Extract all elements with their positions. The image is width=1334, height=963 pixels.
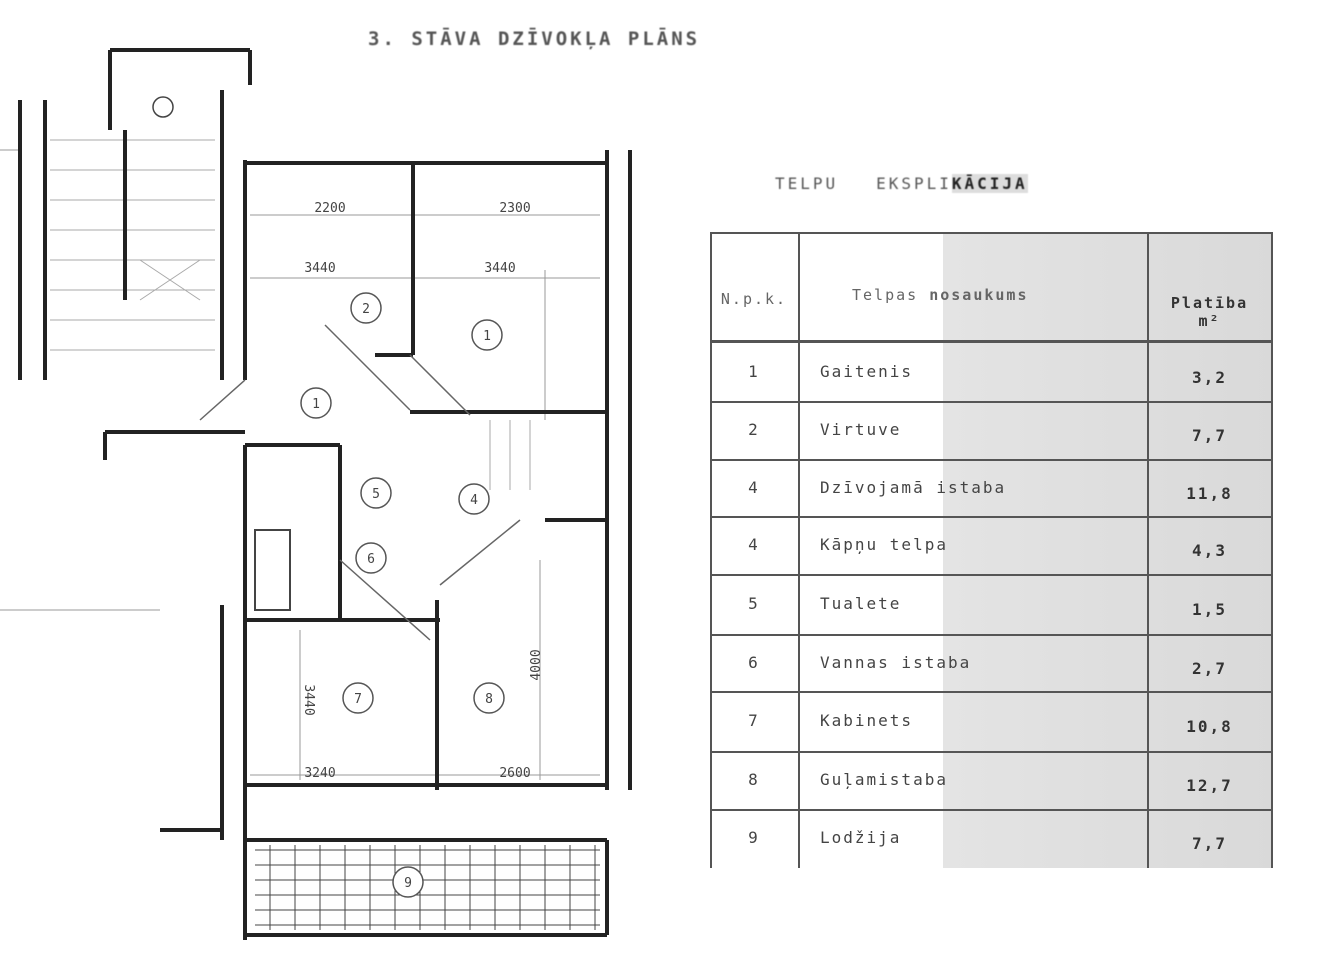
row-area: 12,7 bbox=[1186, 776, 1233, 795]
row-divider bbox=[710, 459, 1273, 461]
room-marker: 4 bbox=[470, 493, 478, 508]
row-number: 1 bbox=[748, 361, 760, 381]
dimension-lines bbox=[0, 149, 600, 780]
row-name: Dzīvojamā istaba bbox=[820, 477, 1007, 497]
plan-title: 3. STĀVA DZĪVOKĻA PLĀNS bbox=[368, 28, 701, 50]
row-name: Lodžija bbox=[820, 828, 902, 847]
header-area-label: Platība bbox=[1170, 294, 1249, 312]
dimension-label: 3440 bbox=[304, 261, 335, 276]
header-name: Telpas nosaukums bbox=[852, 286, 1029, 304]
room-marker-circle bbox=[300, 387, 332, 419]
dimension-label: 2200 bbox=[314, 201, 345, 216]
divider bbox=[710, 232, 1273, 234]
staircase bbox=[50, 139, 531, 490]
row-number: 6 bbox=[748, 652, 760, 672]
header-number: N.p.k. bbox=[720, 290, 788, 308]
divider bbox=[798, 232, 800, 868]
room-marker: 8 bbox=[485, 692, 493, 707]
row-area: 7,7 bbox=[1192, 834, 1227, 853]
row-number: 8 bbox=[748, 770, 760, 789]
dimension-label: 2600 bbox=[499, 766, 530, 781]
scan-shade bbox=[943, 232, 1273, 868]
room-marker: 7 bbox=[354, 692, 362, 707]
room-marker: 9 bbox=[404, 876, 412, 891]
header-area-unit: m² bbox=[1198, 312, 1221, 330]
room-marker: 2 bbox=[362, 302, 370, 317]
walls bbox=[18, 48, 632, 940]
row-number: 7 bbox=[748, 711, 760, 730]
divider bbox=[710, 340, 1273, 343]
room-marker: 1 bbox=[483, 329, 491, 344]
row-area: 1,5 bbox=[1192, 600, 1227, 619]
dimension-label: 2300 bbox=[499, 201, 530, 216]
divider bbox=[1147, 232, 1149, 868]
room-marker-circle bbox=[473, 682, 505, 714]
room-marker: 5 bbox=[372, 487, 380, 502]
room-marker-circle bbox=[350, 292, 382, 324]
row-number: 9 bbox=[748, 828, 760, 847]
row-name: Guļamistaba bbox=[820, 770, 948, 789]
divider bbox=[1271, 232, 1273, 868]
row-name: Gaitenis bbox=[820, 361, 914, 381]
row-divider bbox=[710, 634, 1273, 636]
row-divider bbox=[710, 691, 1273, 693]
row-area: 11,8 bbox=[1186, 483, 1233, 503]
row-name: Kāpņu telpa bbox=[820, 535, 948, 554]
explication-title-part: TELPU bbox=[775, 174, 839, 193]
room-marker-circle bbox=[355, 542, 387, 574]
dimension-label: 3440 bbox=[301, 684, 316, 715]
row-name: Virtuve bbox=[820, 420, 902, 439]
row-area: 3,2 bbox=[1192, 367, 1227, 387]
header-name-part: Telpas bbox=[852, 286, 919, 304]
bathtub bbox=[254, 529, 291, 611]
room-marker-circle bbox=[360, 477, 392, 509]
room-marker-circle bbox=[471, 319, 503, 351]
row-area: 2,7 bbox=[1192, 658, 1227, 678]
vent-icon bbox=[152, 96, 174, 118]
row-number: 5 bbox=[748, 594, 760, 613]
row-divider bbox=[710, 574, 1273, 576]
room-marker: 1 bbox=[312, 397, 320, 412]
row-number: 4 bbox=[748, 535, 760, 554]
dimension-label: 3440 bbox=[484, 261, 515, 276]
room-marker-circle bbox=[342, 682, 374, 714]
loggia-hatching bbox=[255, 845, 600, 930]
row-area: 4,3 bbox=[1192, 541, 1227, 560]
explication-title: TELPU EKSPLIKĀCIJA bbox=[775, 174, 1028, 193]
row-name: Kabinets bbox=[820, 711, 914, 730]
dimension-label: 3240 bbox=[304, 766, 335, 781]
explication-title-part: KĀCIJA bbox=[951, 174, 1028, 193]
explication-title-part: EKSPLI bbox=[876, 174, 952, 193]
row-divider bbox=[710, 751, 1273, 753]
header-name-part: nosaukums bbox=[929, 286, 1029, 304]
dimension-label: 4000 bbox=[529, 649, 544, 680]
room-marker-circle bbox=[392, 866, 424, 898]
row-divider bbox=[710, 809, 1273, 811]
row-area: 7,7 bbox=[1192, 426, 1227, 445]
row-divider bbox=[710, 516, 1273, 518]
room-marker: 6 bbox=[367, 552, 375, 567]
row-name: Tualete bbox=[820, 594, 902, 613]
door-swings bbox=[199, 324, 521, 641]
row-name: Vannas istaba bbox=[820, 652, 972, 672]
room-marker-circle bbox=[458, 483, 490, 515]
row-number: 4 bbox=[748, 477, 760, 497]
row-number: 2 bbox=[748, 420, 760, 439]
row-divider bbox=[710, 401, 1273, 403]
row-area: 10,8 bbox=[1186, 717, 1233, 736]
divider bbox=[710, 232, 712, 868]
